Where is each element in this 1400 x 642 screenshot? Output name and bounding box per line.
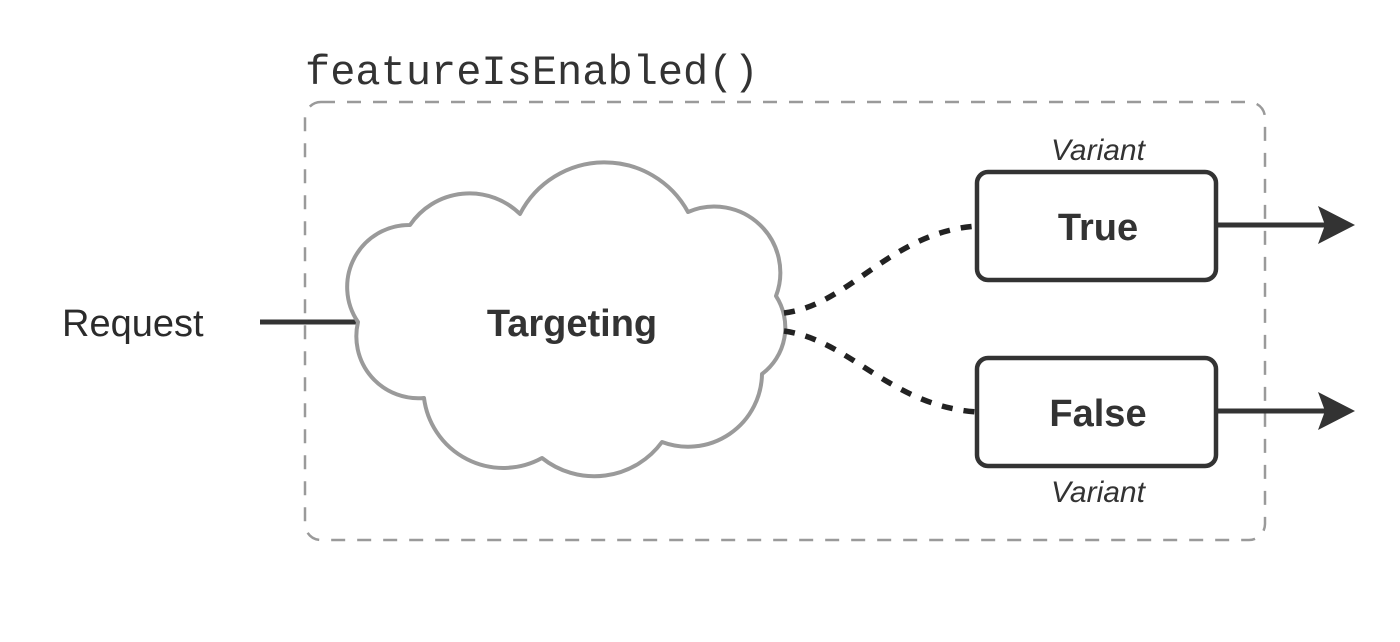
arrow-head-false-icon <box>1318 392 1355 430</box>
request-label: Request <box>62 303 204 345</box>
function-boundary-container <box>303 100 1267 542</box>
targeting-label: Targeting <box>487 303 657 345</box>
variant-true-label: True <box>1058 207 1138 249</box>
variant-false-label: False <box>1049 393 1146 435</box>
targeting-cloud <box>345 160 788 479</box>
variant-annotation-false: Variant <box>1051 476 1147 509</box>
arrow-head-true-icon <box>1318 206 1355 244</box>
connector-to-false <box>783 328 978 415</box>
function-title: featureIsEnabled() <box>305 49 759 97</box>
connector-to-true <box>783 223 978 316</box>
variant-annotation-true: Variant <box>1051 134 1147 167</box>
